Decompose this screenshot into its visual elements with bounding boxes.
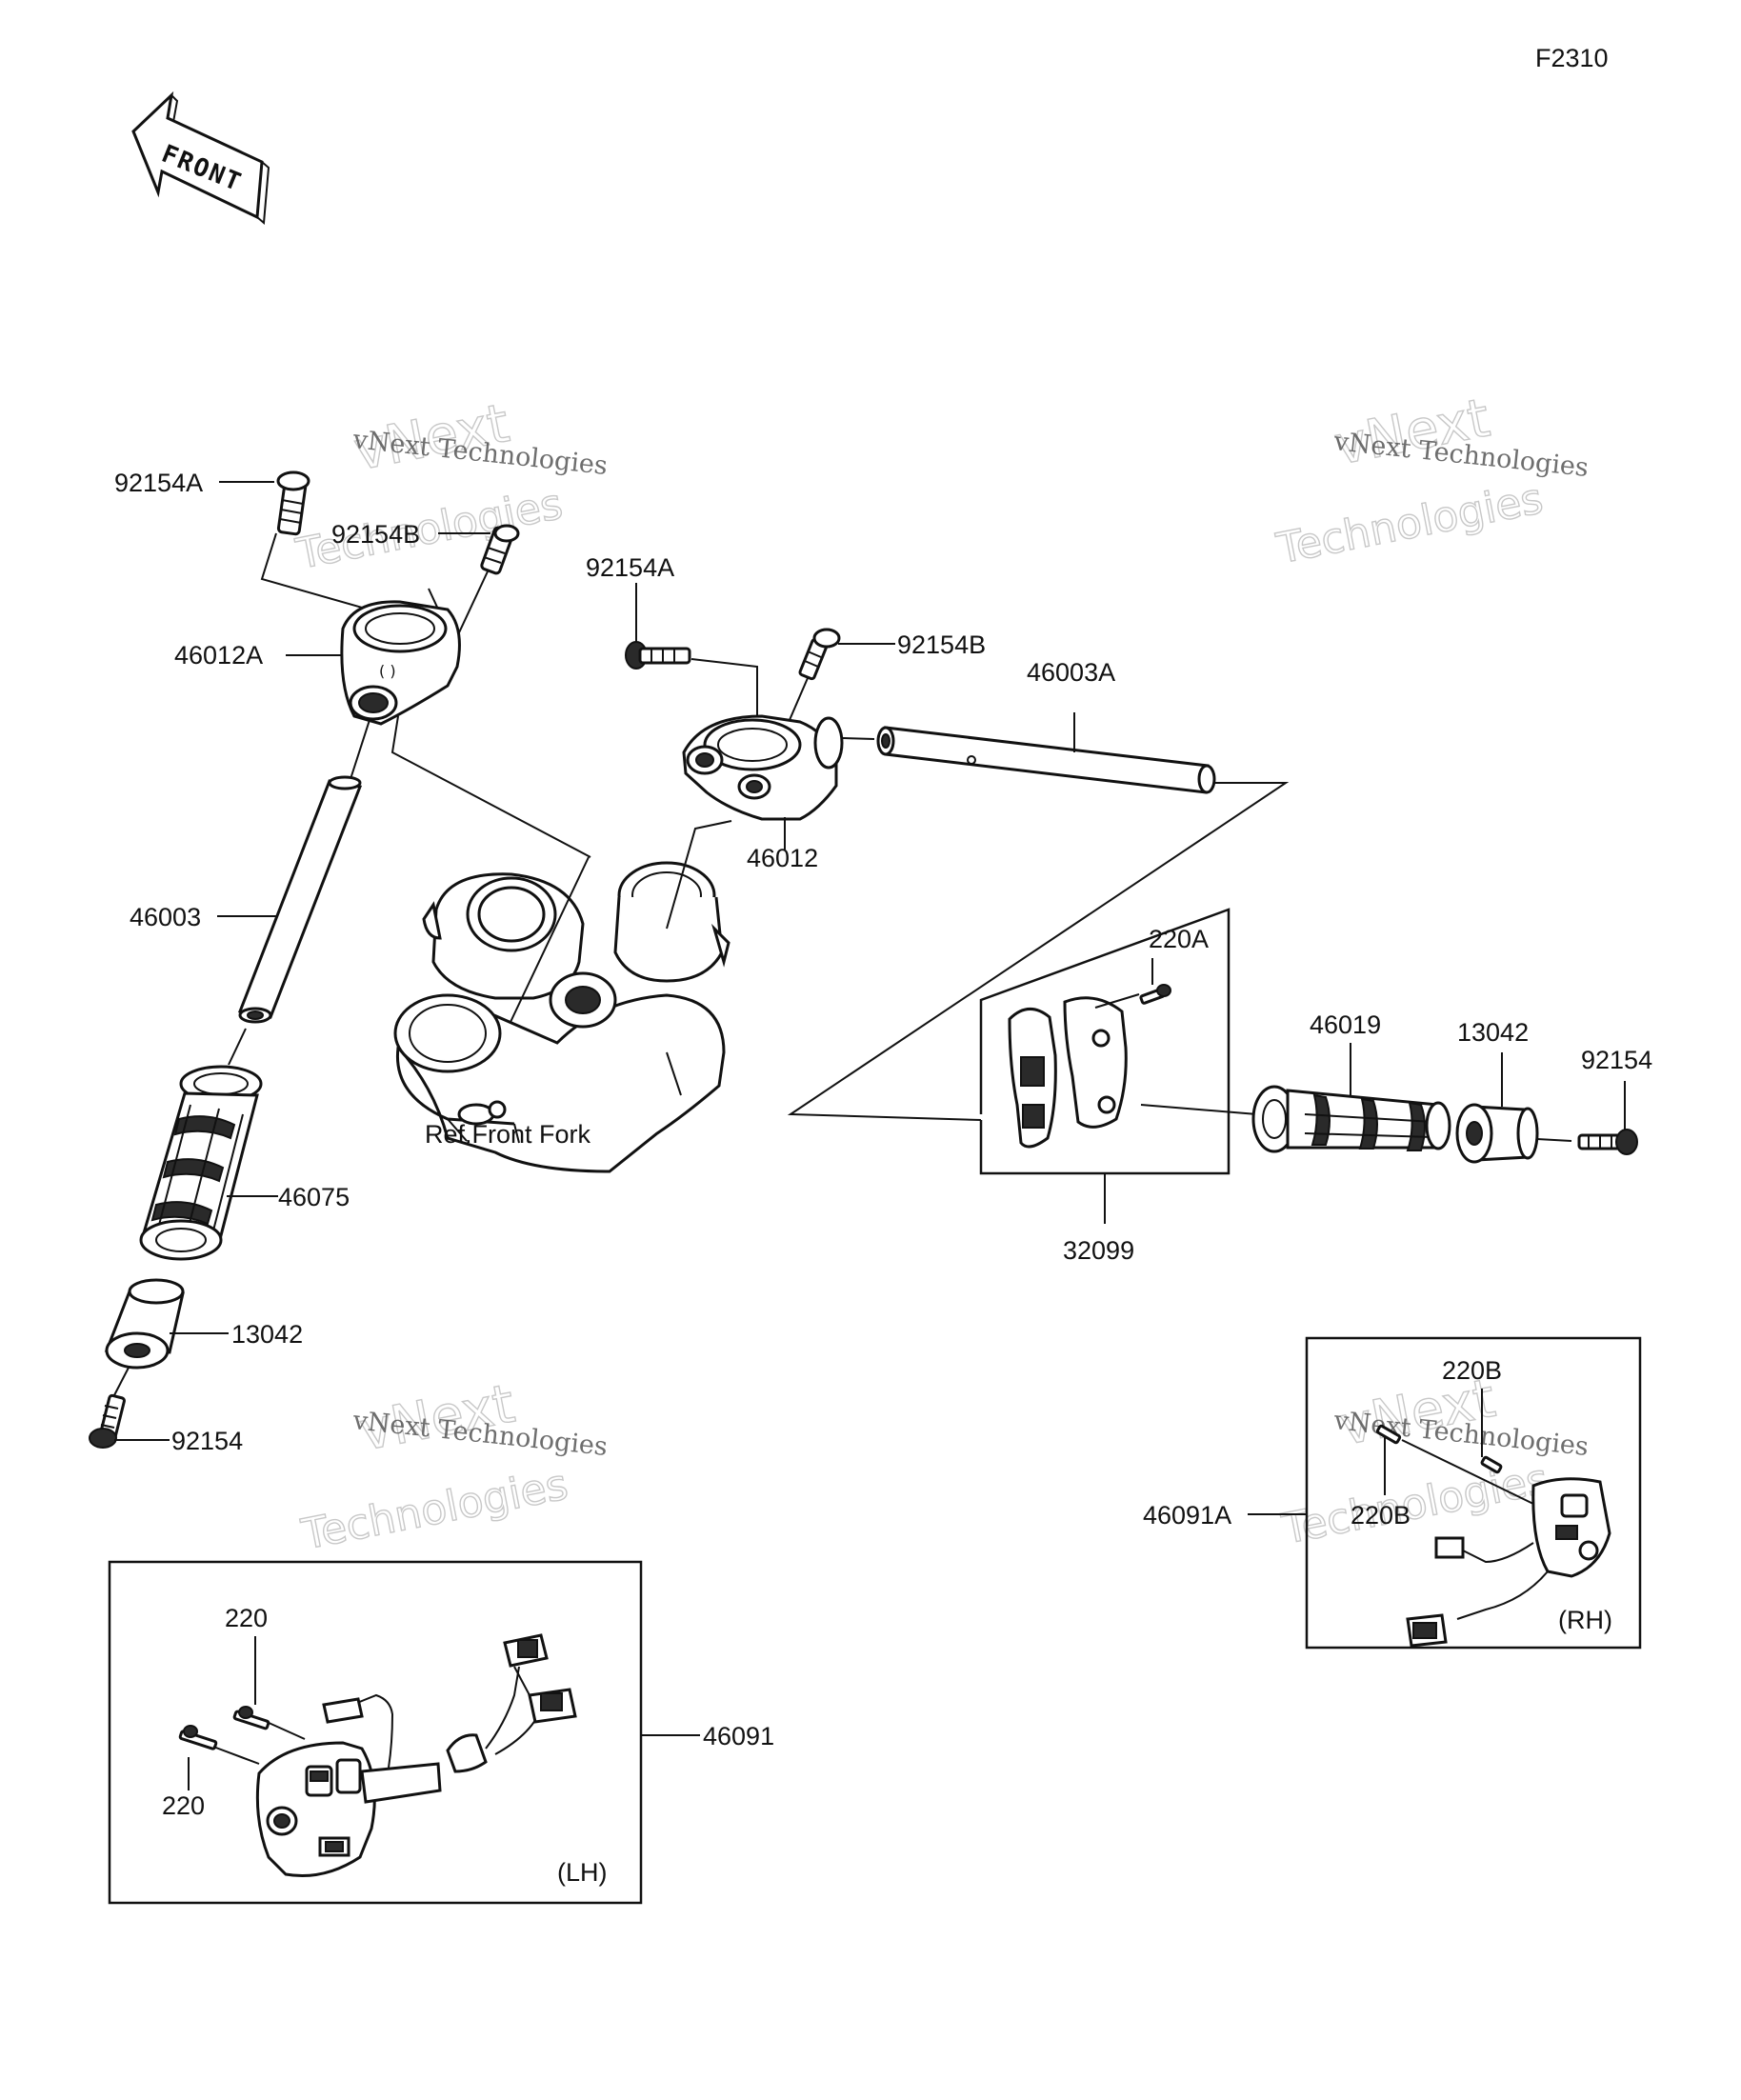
watermark-top-right: vNext Technologies bbox=[1271, 387, 1548, 574]
screw-icon bbox=[178, 1706, 270, 1750]
label-rh-side: (RH) bbox=[1558, 1606, 1612, 1634]
svg-text:( ): ( ) bbox=[379, 662, 396, 680]
label-46091: 46091 bbox=[703, 1722, 774, 1750]
label-92154A-left: 92154A bbox=[114, 469, 203, 497]
throttle-case-box bbox=[979, 908, 1231, 1175]
screw-icon bbox=[1375, 1424, 1503, 1474]
label-13042-right: 13042 bbox=[1457, 1018, 1529, 1047]
handlebar-pipe-left bbox=[237, 775, 363, 1024]
label-46003: 46003 bbox=[130, 903, 201, 931]
label-220B-bottom: 220B bbox=[1351, 1501, 1411, 1530]
label-220A: 220A bbox=[1149, 925, 1209, 953]
bar-end-weight-left bbox=[104, 1278, 185, 1370]
upper-triple-clamp bbox=[393, 861, 730, 1173]
bolt-icon bbox=[480, 524, 520, 575]
label-13042-left: 13042 bbox=[231, 1320, 303, 1349]
rh-switch-housing bbox=[1406, 1477, 1611, 1648]
bolt-icon bbox=[1577, 1129, 1638, 1155]
label-32099: 32099 bbox=[1063, 1236, 1134, 1265]
grip-right bbox=[1251, 1085, 1451, 1153]
bolt-icon bbox=[625, 641, 691, 670]
label-ref-front-fork: Ref.Front Fork bbox=[425, 1120, 591, 1149]
watermark-bottom-left: vNext Technologies bbox=[297, 1372, 573, 1560]
throttle-case-halves bbox=[1008, 996, 1128, 1149]
label-220B-top: 220B bbox=[1442, 1356, 1502, 1385]
lh-switch-housing bbox=[255, 1633, 577, 1878]
handlebar-holder-left: ( ) bbox=[340, 600, 461, 726]
label-220-top: 220 bbox=[225, 1604, 268, 1632]
bolt-icon bbox=[798, 628, 841, 681]
label-46012A: 46012A bbox=[174, 641, 263, 670]
label-92154A-center: 92154A bbox=[586, 553, 674, 582]
watermark-text: Technologies bbox=[1278, 1455, 1552, 1554]
label-46003A: 46003A bbox=[1027, 658, 1115, 687]
bolt-icon bbox=[89, 1393, 126, 1449]
bolt-icon bbox=[276, 470, 310, 536]
label-lh-side: (LH) bbox=[557, 1858, 608, 1887]
figure-code: F2310 bbox=[1535, 44, 1609, 72]
label-92154-right: 92154 bbox=[1581, 1046, 1652, 1074]
grip-left bbox=[139, 1065, 263, 1261]
label-220-bottom: 220 bbox=[162, 1791, 205, 1820]
label-46019: 46019 bbox=[1310, 1010, 1381, 1039]
label-46075: 46075 bbox=[278, 1183, 350, 1211]
label-92154-left: 92154 bbox=[171, 1427, 243, 1455]
bar-end-weight-right bbox=[1455, 1103, 1539, 1164]
front-direction-arrow-icon: FRONT bbox=[131, 90, 270, 226]
label-46012: 46012 bbox=[747, 844, 818, 872]
watermark-text: Technologies bbox=[1272, 474, 1547, 573]
handlebar-pipe-right bbox=[876, 726, 1216, 794]
label-92154B-center: 92154B bbox=[897, 630, 986, 659]
watermark-top-left: vNext Technologies bbox=[291, 391, 568, 579]
label-46091A: 46091A bbox=[1143, 1501, 1231, 1530]
watermark-text: Technologies bbox=[297, 1460, 571, 1559]
lh-switch-box bbox=[108, 1560, 643, 1905]
label-92154B-left: 92154B bbox=[331, 520, 420, 549]
handlebar-holder-right bbox=[682, 714, 844, 821]
screw-icon bbox=[1139, 984, 1171, 1005]
rh-switch-box bbox=[1305, 1336, 1642, 1650]
